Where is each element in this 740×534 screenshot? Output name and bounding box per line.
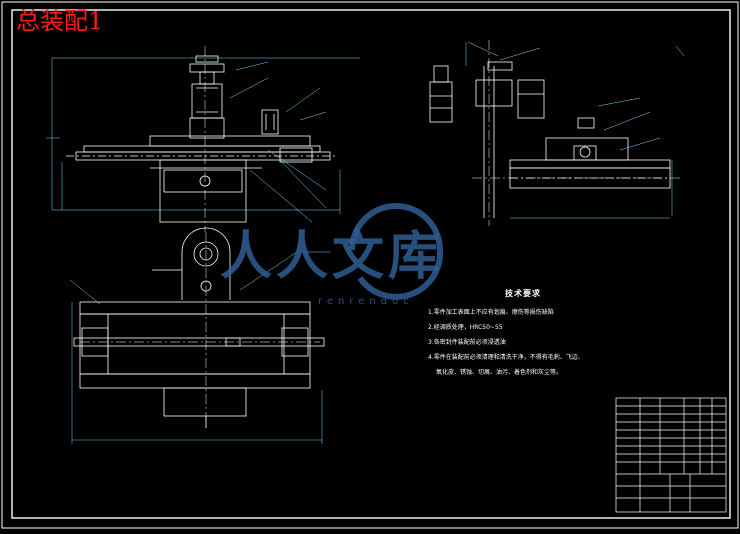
side-view-dimensions <box>465 41 685 219</box>
technical-note-item: 4.零件在装配前必须清理和清洗干净，不得有毛刺、飞边、 <box>428 354 584 361</box>
technical-note-item: 1.零件加工表面上不应有划痕、擦伤等损伤缺陷 <box>428 309 554 316</box>
top-view-dimensions <box>69 249 330 444</box>
watermark-latin-text: renrendoc <box>318 296 414 307</box>
title-block <box>615 397 727 513</box>
technical-notes: 技术要求 1.零件加工表面上不应有划痕、擦伤等损伤缺陷 2.经调质处理，HRC5… <box>428 288 618 383</box>
technical-notes-list: 1.零件加工表面上不应有划痕、擦伤等损伤缺陷 2.经调质处理，HRC50~55 … <box>428 308 618 377</box>
watermark-logo <box>349 203 444 300</box>
top-view <box>73 227 325 430</box>
drawing-title: 总装配1 <box>16 7 104 35</box>
side-view <box>429 40 680 226</box>
technical-note-item: 3.各密封件装配前必须浸透油 <box>428 339 506 346</box>
technical-note-item: 氧化皮、锈蚀、切屑、油污、着色剂和灰尘等。 <box>436 369 563 376</box>
inner-border <box>11 9 731 519</box>
technical-note-item: 2.经调质处理，HRC50~55 <box>428 324 503 331</box>
watermark-text: 人人文库 <box>220 226 445 287</box>
front-view <box>66 46 338 232</box>
front-view-dimensions <box>46 57 360 223</box>
technical-notes-heading: 技术要求 <box>505 289 541 298</box>
